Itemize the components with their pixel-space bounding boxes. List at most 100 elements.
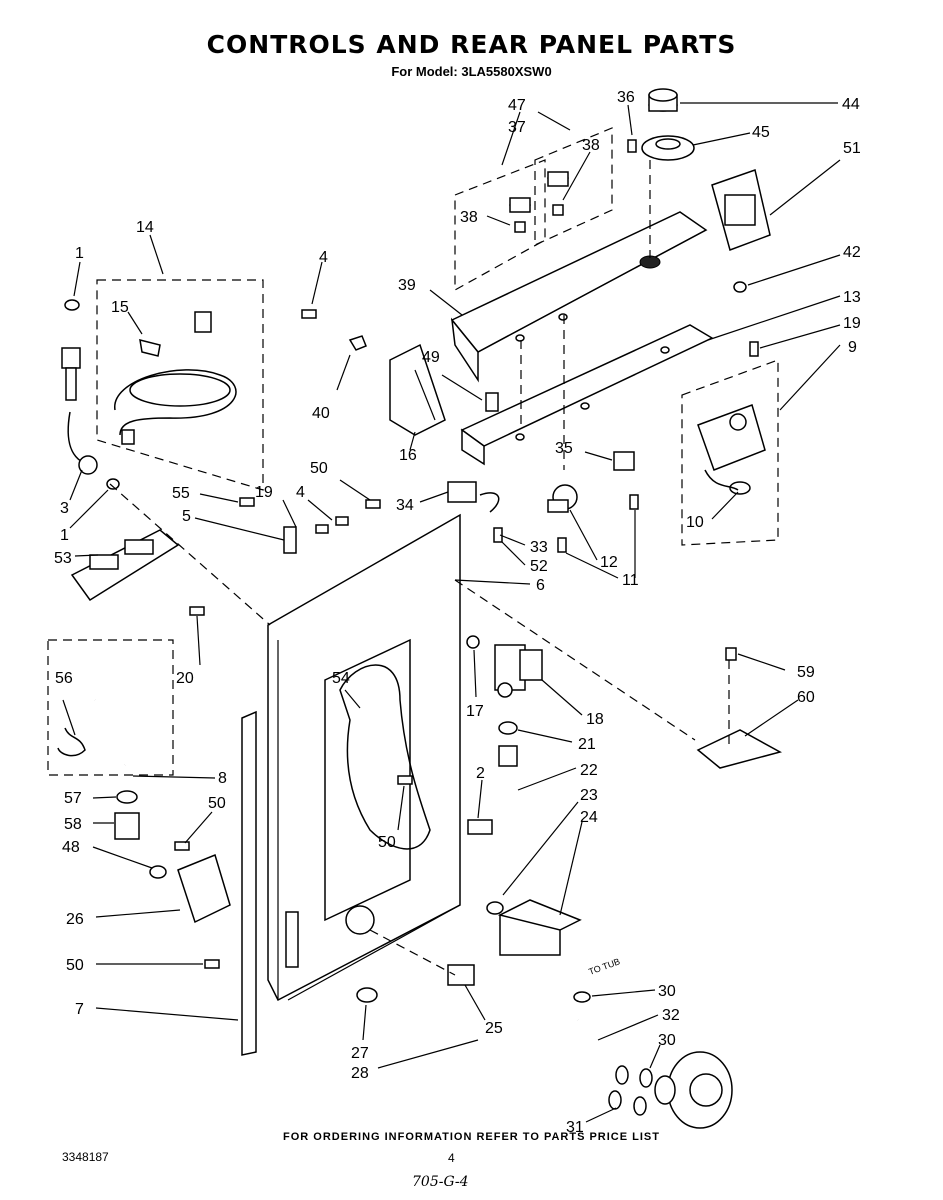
callout-55: 55 (172, 485, 190, 502)
callout-15: 15 (111, 299, 129, 316)
drain-hose (57, 659, 139, 766)
callout-45: 45 (752, 124, 770, 141)
page-number: 4 (448, 1151, 455, 1165)
timer-group-box (681, 359, 779, 546)
screws (174, 139, 759, 1116)
callout-20: 20 (176, 670, 194, 687)
pump-assembly (654, 1051, 733, 1129)
water-level-switch (547, 484, 578, 513)
rear-panel (267, 513, 461, 1002)
callout-54: 54 (332, 670, 350, 687)
drain-pump (497, 899, 582, 956)
callout-50b: 50 (208, 795, 226, 812)
callout-10: 10 (686, 514, 704, 531)
callout-9: 9 (848, 339, 857, 356)
drain-hose-connector (149, 853, 231, 924)
callout-7: 7 (75, 1001, 84, 1018)
strain-relief (139, 338, 161, 357)
console-panel (450, 211, 708, 383)
power-cord-group-box (96, 279, 264, 491)
callout-6: 6 (536, 577, 545, 594)
inlet-hose-fitting (61, 299, 120, 490)
callout-13: 13 (843, 289, 861, 306)
mounting-plate (70, 529, 180, 602)
callout-12: 12 (600, 554, 618, 571)
callout-47: 47 (508, 97, 526, 114)
callout-50c: 50 (378, 834, 396, 851)
callout-48: 48 (62, 839, 80, 856)
callout-33: 33 (530, 539, 548, 556)
callout-21: 21 (578, 736, 596, 753)
side-trim-strip (241, 710, 257, 1056)
selector-knob-left (509, 197, 531, 233)
leveling-leg-clip (696, 729, 782, 769)
callout-49: 49 (422, 349, 440, 366)
callout-28: 28 (351, 1065, 369, 1082)
callout-38b: 38 (582, 137, 600, 154)
callout-1b: 1 (60, 527, 69, 544)
callout-50d: 50 (66, 957, 84, 974)
callout-4a: 4 (319, 249, 328, 266)
callout-5: 5 (182, 508, 191, 525)
callout-50a: 50 (310, 460, 328, 477)
callout-23: 23 (580, 787, 598, 804)
callout-17: 17 (466, 703, 484, 720)
ordering-note: FOR ORDERING INFORMATION REFER TO PARTS … (283, 1131, 660, 1143)
callout-51: 51 (843, 140, 861, 157)
hose-clamp (114, 790, 140, 840)
water-temperature-switch (613, 451, 635, 471)
callout-38a: 38 (460, 209, 478, 226)
callout-19b: 19 (255, 484, 273, 501)
callout-11: 11 (622, 572, 639, 589)
document-number: 3348187 (62, 1150, 109, 1164)
callout-8: 8 (218, 770, 227, 787)
timer (697, 404, 766, 495)
callout-56: 56 (55, 670, 73, 687)
callout-53: 53 (54, 550, 72, 567)
callout-labels: 1 14 15 4 40 47 37 38 38 36 44 45 51 42 … (54, 89, 861, 1136)
callout-39: 39 (398, 277, 416, 294)
callout-34: 34 (396, 497, 414, 514)
callout-2: 2 (476, 765, 485, 782)
power-cord (114, 311, 237, 445)
callout-4b: 4 (296, 484, 305, 501)
callout-3: 3 (60, 500, 69, 517)
callout-18: 18 (586, 711, 604, 728)
callout-35: 35 (555, 440, 573, 457)
callout-32: 32 (662, 1007, 680, 1024)
callout-27: 27 (351, 1045, 369, 1062)
water-valve (494, 644, 543, 698)
selector-knob-right (547, 171, 569, 216)
knob-group-box-right (534, 127, 613, 246)
callout-22: 22 (580, 762, 598, 779)
callout-57: 57 (64, 790, 82, 807)
timer-knob (648, 88, 678, 112)
callout-42: 42 (843, 244, 861, 261)
callout-26: 26 (66, 911, 84, 928)
callout-16: 16 (399, 447, 417, 464)
timer-dial (641, 135, 695, 161)
callout-31: 31 (566, 1119, 584, 1136)
handwritten-note: 705-G-4 (412, 1174, 469, 1190)
callout-44: 44 (842, 96, 860, 113)
control-panel-bracket (460, 324, 714, 466)
callout-58: 58 (64, 816, 82, 833)
callout-1a: 1 (75, 245, 84, 262)
to-tub-annotation: TO TUB (587, 956, 621, 977)
callout-30b: 30 (658, 1032, 676, 1049)
callout-25: 25 (485, 1020, 503, 1037)
leader-lines (62, 102, 841, 1123)
knob-group-box-left (454, 159, 546, 292)
model-subtitle: For Model: 3LA5580XSW0 (391, 64, 552, 79)
callout-59: 59 (797, 664, 815, 681)
callout-52: 52 (530, 558, 548, 575)
drain-hose-group-box (47, 639, 174, 776)
page-title: CONTROLS AND REAR PANEL PARTS (206, 30, 737, 59)
tub-drain-hose (362, 993, 622, 1105)
callout-60: 60 (797, 689, 815, 706)
callout-40: 40 (312, 405, 330, 422)
callout-36: 36 (617, 89, 635, 106)
callout-37: 37 (508, 119, 526, 136)
